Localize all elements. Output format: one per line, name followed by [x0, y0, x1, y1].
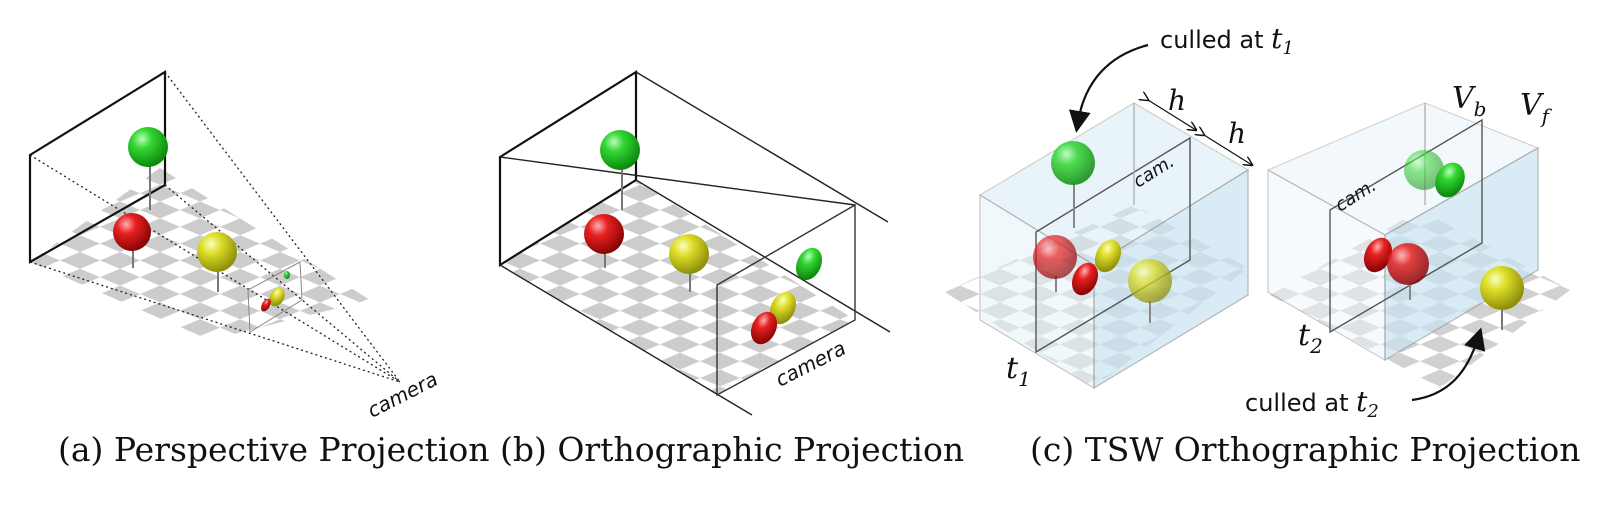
- frustum-lines-a: [29, 71, 401, 383]
- ball-red-b: [584, 214, 624, 254]
- t1-label: t1: [1006, 351, 1031, 391]
- ball-red-c2: [1387, 243, 1429, 285]
- panel-c: cam. h h culled at t1 t1 cam. Vb Vf t2 c…: [945, 22, 1570, 422]
- caption-a: (a) Perspective Projection: [58, 430, 490, 469]
- near-plane-a: [247, 261, 303, 333]
- h-label-2: h: [1228, 117, 1246, 150]
- culled-t1-label: culled at t1: [1160, 22, 1294, 59]
- t2-label: t2: [1298, 318, 1323, 358]
- ball-green-c1: [1051, 141, 1095, 185]
- culled-t1-arrow: [1068, 43, 1149, 133]
- panel-a: camera: [28, 70, 442, 423]
- ball-green-b: [600, 130, 640, 170]
- volume-right-c2: [1384, 146, 1539, 362]
- ball-yellow-b: [669, 234, 709, 274]
- proj-green-a: [284, 271, 290, 279]
- ball-yellow-c2: [1480, 266, 1524, 310]
- near-plane-b: [716, 203, 856, 397]
- ball-yellow-a: [197, 232, 237, 272]
- vb-label: Vb: [1452, 81, 1486, 121]
- ball-green-a: [128, 127, 168, 167]
- ball-red-c1: [1033, 235, 1077, 279]
- culled-t2-arrow: [1411, 327, 1486, 402]
- ball-green-c2-proj: [1435, 162, 1465, 198]
- panel-b: camera: [498, 70, 891, 416]
- ball-red-a: [113, 213, 151, 251]
- ball-yellow-c1: [1128, 259, 1172, 303]
- ball-red-c2-proj: [1363, 237, 1393, 273]
- box-edges-b: [499, 71, 891, 416]
- proj-red-a: [261, 298, 271, 312]
- ball-yellow-c1-proj: [1094, 239, 1122, 273]
- proj-yellow-a: [269, 287, 285, 307]
- caption-b: (b) Orthographic Projection: [500, 430, 964, 469]
- h-label-1: h: [1168, 84, 1186, 117]
- caption-c: (c) TSW Orthographic Projection: [1030, 430, 1580, 469]
- culled-t2-label: culled at t2: [1245, 385, 1379, 422]
- h-dim-line-2: [1204, 135, 1252, 165]
- ball-red-c1-proj: [1071, 262, 1099, 296]
- cam-plane-c2: [1329, 118, 1483, 334]
- ball-green-c2: [1404, 150, 1444, 190]
- cam-plane-c1: [1035, 136, 1191, 354]
- h-dim-line-1: [1148, 100, 1196, 130]
- vf-label: Vf: [1520, 88, 1553, 128]
- proj-green-b: [795, 247, 823, 281]
- proj-yellow-b: [769, 291, 797, 325]
- proj-red-b: [750, 311, 778, 345]
- camera-label-a: camera: [363, 367, 441, 423]
